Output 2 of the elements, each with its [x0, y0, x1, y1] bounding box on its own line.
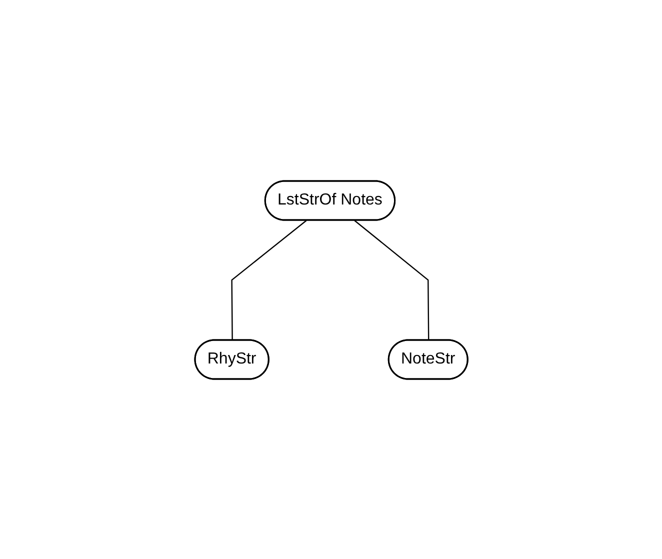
- connector: [230, 220, 306, 340]
- connector: [354, 220, 429, 340]
